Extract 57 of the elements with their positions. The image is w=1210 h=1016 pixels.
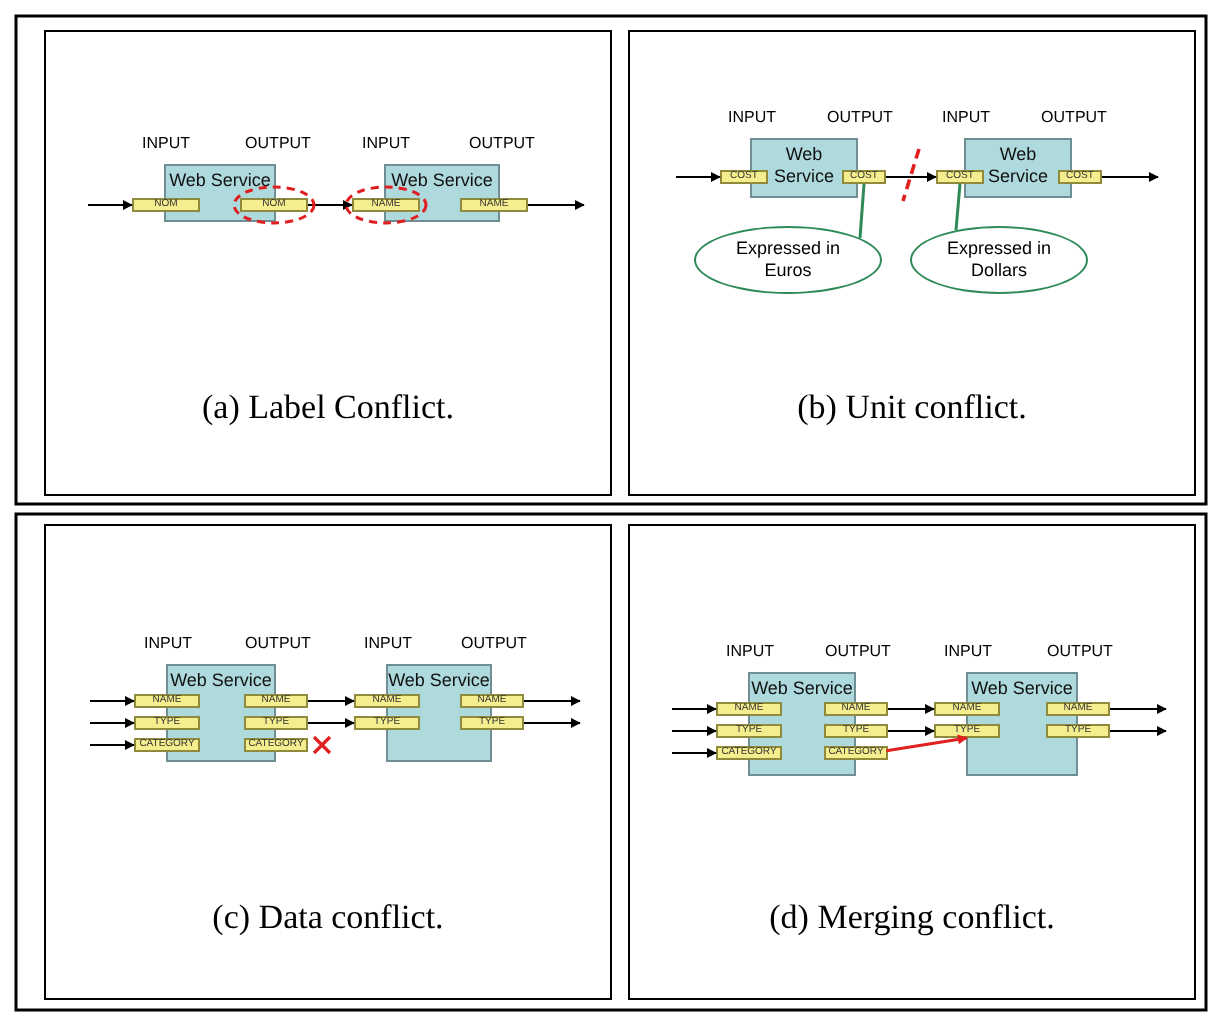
arrow xyxy=(307,696,355,706)
arrow xyxy=(1109,704,1167,714)
arrow xyxy=(1101,172,1159,182)
figure-panel xyxy=(628,524,1196,1000)
output-heading: OUTPUT xyxy=(825,642,891,662)
service-title: Web Service xyxy=(167,170,273,192)
service-title: Web Service xyxy=(771,144,836,188)
figure-panel xyxy=(44,30,612,496)
service-title: Web Service xyxy=(168,670,274,692)
arrow xyxy=(1109,726,1167,736)
output-heading: OUTPUT xyxy=(461,634,527,654)
arrow xyxy=(671,704,717,714)
output-heading: OUTPUT xyxy=(1041,108,1107,128)
connector-line xyxy=(954,183,962,231)
connector-line xyxy=(858,183,866,239)
output-heading: OUTPUT xyxy=(827,108,893,128)
input-heading: INPUT xyxy=(364,634,412,654)
service-title: Web Service xyxy=(969,678,1075,700)
service-title: Web Service xyxy=(985,144,1050,188)
panel-caption: (c) Data conflict. xyxy=(210,898,446,938)
input-heading: INPUT xyxy=(942,108,990,128)
arrow xyxy=(87,200,133,210)
output-heading: OUTPUT xyxy=(469,134,535,154)
arrow xyxy=(523,696,581,706)
arrow xyxy=(307,718,355,728)
input-heading: INPUT xyxy=(726,642,774,662)
arrow xyxy=(523,718,581,728)
input-heading: INPUT xyxy=(728,108,776,128)
arrow xyxy=(671,748,717,758)
service-title: Web Service xyxy=(750,678,854,700)
arrow xyxy=(887,726,935,736)
arrow xyxy=(887,704,935,714)
input-heading: INPUT xyxy=(944,642,992,662)
note-text: Expressed in Dollars xyxy=(944,238,1054,282)
panel-caption: (b) Unit conflict. xyxy=(795,388,1029,428)
arrow xyxy=(885,172,937,182)
arrow xyxy=(527,200,585,210)
arrow xyxy=(89,718,135,728)
arrow xyxy=(307,200,353,210)
output-heading: OUTPUT xyxy=(245,634,311,654)
panel-caption: (a) Label Conflict. xyxy=(199,388,457,428)
arrow xyxy=(675,172,721,182)
service-title: Web Service xyxy=(388,670,490,692)
output-heading: OUTPUT xyxy=(1047,642,1113,662)
service-title: Web Service xyxy=(389,170,495,192)
figure-panel xyxy=(44,524,612,1000)
input-heading: INPUT xyxy=(362,134,410,154)
figure-panel xyxy=(628,30,1196,496)
arrow xyxy=(671,726,717,736)
arrow xyxy=(89,696,135,706)
panel-caption: (d) Merging conflict. xyxy=(767,898,1057,938)
note-text: Expressed in Euros xyxy=(733,238,843,282)
arrow xyxy=(89,740,135,750)
input-heading: INPUT xyxy=(144,634,192,654)
input-heading: INPUT xyxy=(142,134,190,154)
arrow xyxy=(886,734,968,753)
output-heading: OUTPUT xyxy=(245,134,311,154)
